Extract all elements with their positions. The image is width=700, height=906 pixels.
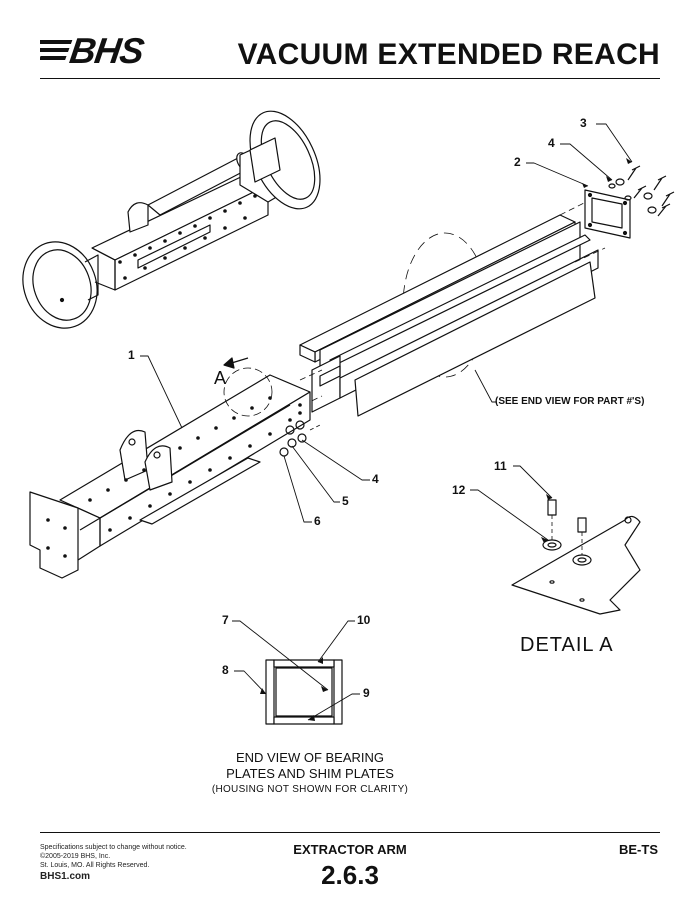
footer-disclaimer: Specifications subject to change without… [40,844,187,851]
callout-7: 7 [222,613,229,627]
callout-3: 3 [580,116,587,130]
callout-12: 12 [452,483,466,497]
callout-1: 1 [128,348,135,362]
callout-10: 10 [357,613,371,627]
callout-2: 2 [514,155,521,169]
bearing-plates-illustration [299,214,599,417]
callout-4-middle: 4 [372,472,379,486]
end-view-illustration [265,659,343,725]
end-view-caption-line1: END VIEW OF BEARING [235,750,385,765]
end-view-caption-line2: PLATES AND SHIM PLATES [226,766,394,781]
callout-8: 8 [222,663,229,677]
callout-11: 11 [494,459,507,473]
callout-9: 9 [363,686,370,700]
fastener-set-top [608,165,675,217]
document-code: BE-TS [619,842,658,857]
callout-5: 5 [342,494,349,508]
detail-a-marker: A [214,368,227,388]
footer-legal: Specifications subject to change without… [40,843,187,882]
bhs-logo-icon [40,40,73,60]
end-view-caption: END VIEW OF BEARING PLATES AND SHIM PLAT… [180,750,440,782]
header-rule [40,78,660,79]
callout-6: 6 [314,514,321,528]
section-name: EXTRACTOR ARM [293,842,407,857]
footer-rule [40,832,660,833]
detail-a-label: DETAIL A [520,634,614,656]
detail-a-illustration [511,499,641,615]
page-title: VACUUM EXTENDED REACH [237,38,660,71]
arm-beam-illustration [29,357,311,579]
end-plate-illustration [584,189,631,239]
end-view-note: (HOUSING NOT SHOWN FOR CLARITY) [211,784,409,795]
leader-lines [140,123,633,721]
assembled-arm-illustration [22,110,321,329]
footer-location: St. Louis, MO. All Rights Reserved. [40,862,150,869]
callout-4-top: 4 [548,136,555,150]
footer-website-link[interactable]: BHS1.com [40,871,91,882]
see-end-view-note: (SEE END VIEW FOR PART #'S) [495,396,645,407]
footer-copyright: ©2005-2019 BHS, Inc. [40,853,111,860]
section-number: 2.6.3 [321,860,379,890]
